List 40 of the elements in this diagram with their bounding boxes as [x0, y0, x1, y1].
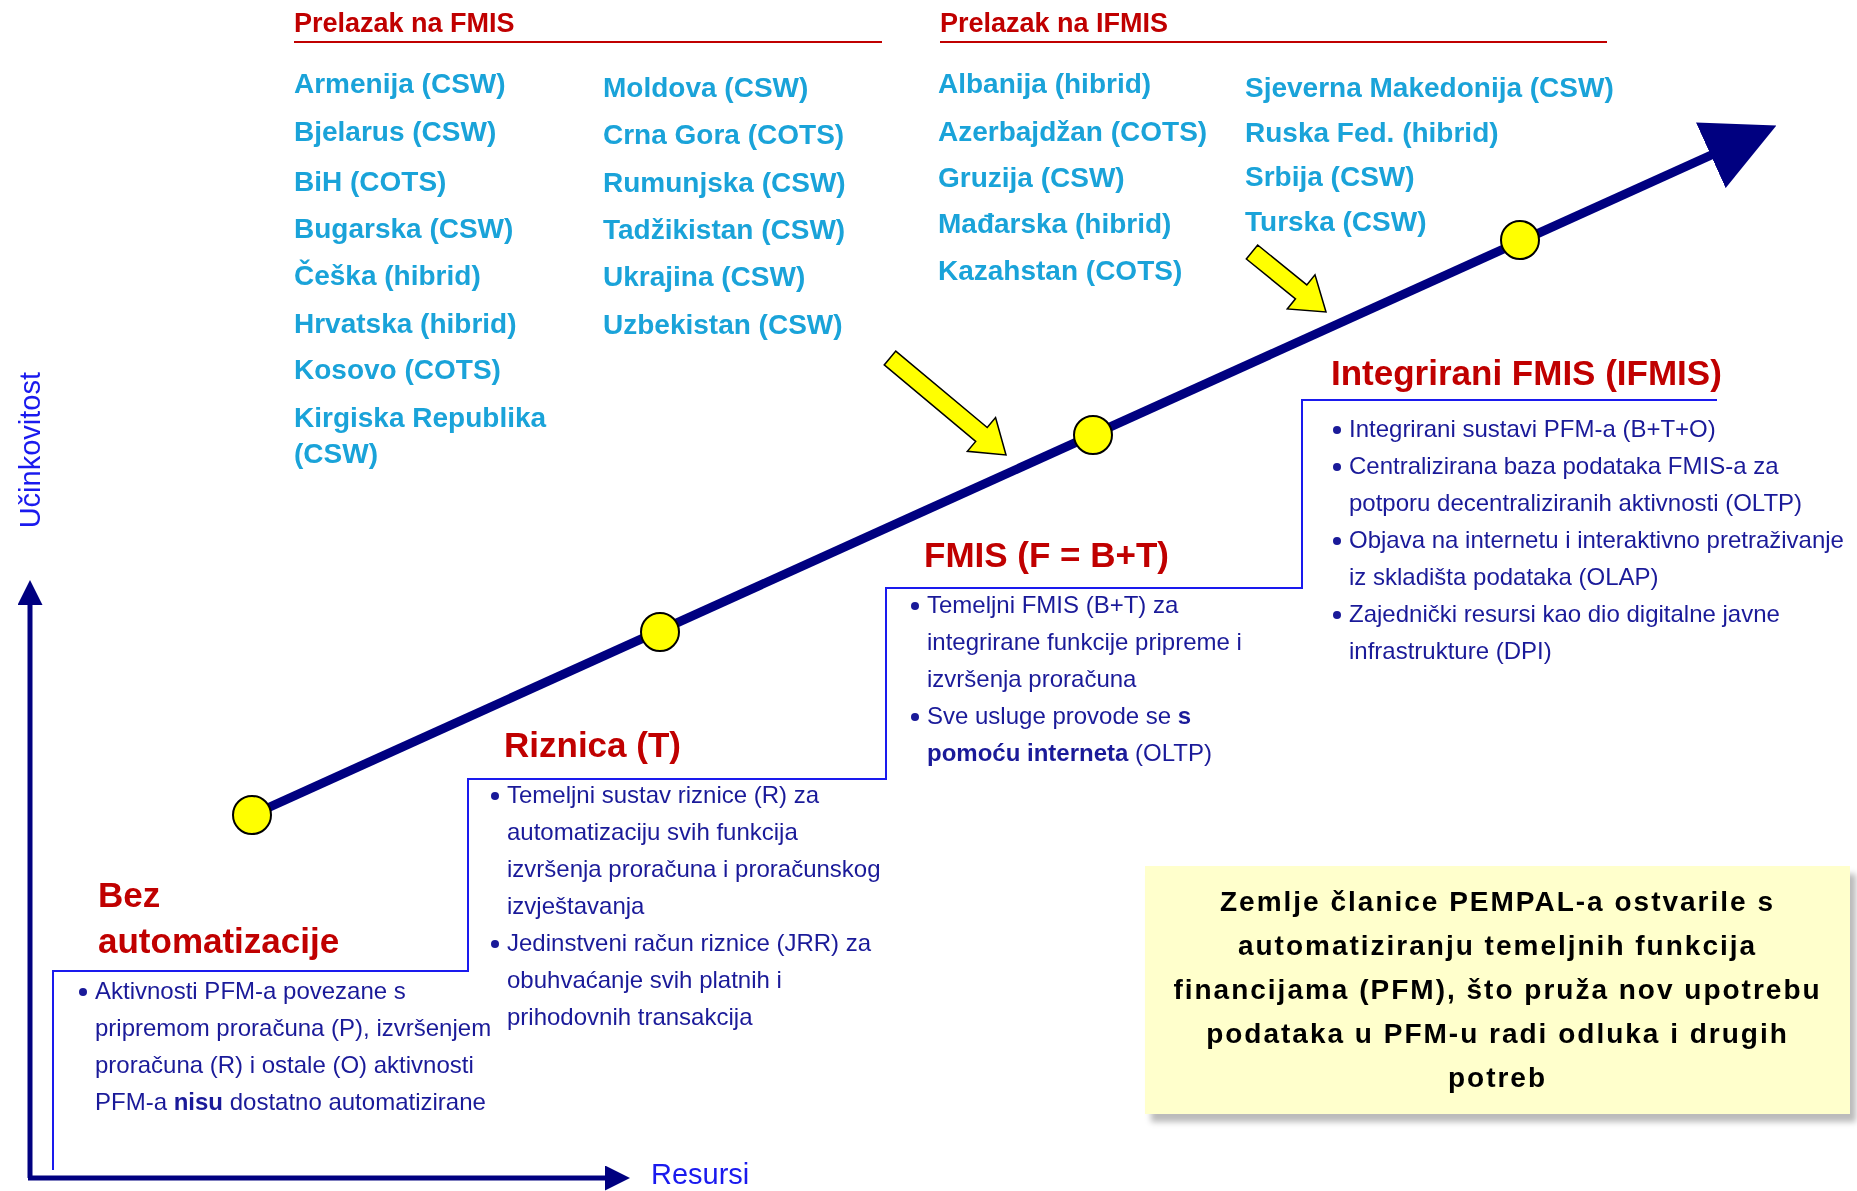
country-label: Tadžikistan (CSW)	[603, 213, 846, 247]
country-label: Azerbajdžan (COTS)	[938, 115, 1208, 149]
country-label: Albanija (hibrid)	[938, 67, 1152, 101]
section-heading: Prelazak na FMIS	[294, 8, 882, 43]
stage-title: FMIS (F = B+T)	[924, 534, 1170, 576]
bullet-text: Sve usluge provode se s pomoću interneta (OLTP)	[927, 701, 1213, 768]
country-label: Hrvatska (hibrid)	[294, 307, 517, 341]
axis-label: Resursi	[651, 1158, 750, 1191]
country-label: Češka (hibrid)	[294, 258, 481, 293]
country-label: Moldova (CSW)	[603, 71, 809, 105]
country-label: Kazahstan (COTS)	[938, 254, 1183, 288]
bullet-text: Temeljni sustav riznice (R) za automatizaciju svih funkcija izvršenja proračuna i proračunskog izvještavanja	[507, 780, 882, 921]
country-label: Rumunjska (CSW)	[603, 166, 846, 200]
country-label: Ukrajina (CSW)	[603, 260, 806, 294]
country-label: Kosovo (COTS)	[294, 353, 501, 387]
stage-title: Integrirani FMIS (IFMIS)	[1331, 352, 1723, 394]
country-label: Sjeverna Makedonija (CSW)	[1245, 71, 1614, 105]
country-label: Crna Gora (COTS)	[603, 118, 845, 152]
country-label: Bjelarus (CSW)	[294, 115, 497, 149]
bullet-text: Aktivnosti PFM-a povezane s pripremom proračuna (P), izvršenjem proračuna (R) i ostale (O) aktivnosti PFM-a nisu dostatno automatizirane	[95, 976, 493, 1117]
bullet-text: Jedinstveni račun riznice (JRR) za obuhvaćanje svih platnih i prihodovnih transakcija	[507, 928, 873, 1032]
country-label: Turska (CSW)	[1245, 205, 1427, 239]
country-label: Uzbekistan (CSW)	[603, 308, 843, 342]
country-label: Gruzija (CSW)	[938, 161, 1125, 195]
country-label: Mađarska (hibrid)	[938, 207, 1172, 241]
bullet-text: Objava na internetu i interaktivno pretraživanje iz skladišta podataka (OLAP)	[1349, 525, 1845, 592]
axis-label: Učinkovitost	[14, 372, 47, 529]
stage-title: Riznica (T)	[504, 724, 682, 766]
country-label: Kirgiska Republika (CSW)	[294, 401, 548, 471]
country-label: Srbija (CSW)	[1245, 160, 1415, 194]
note-text: Zemlje članice PEMPAL-a ostvarile s automatiziranju temeljnih funkcija financijama (PFM), što pruža nov upotrebu podataka u PFM-u radi odluka i drugih potreb	[1145, 866, 1850, 1114]
bullet-text: Integrirani sustavi PFM-a (B+T+O)	[1349, 414, 1716, 444]
country-label: Ruska Fed. (hibrid)	[1245, 116, 1499, 150]
country-label: BiH (COTS)	[294, 165, 447, 199]
country-label: Armenija (CSW)	[294, 67, 506, 101]
stage-title: Bez automatizacije	[98, 874, 341, 962]
section-heading: Prelazak na IFMIS	[940, 8, 1607, 43]
bullet-text: Centralizirana baza podataka FMIS-a za potporu decentraliziranih aktivnosti (OLTP)	[1349, 451, 1804, 518]
bullet-text: Zajednički resursi kao dio digitalne javne infrastrukture (DPI)	[1349, 599, 1781, 666]
country-label: Bugarska (CSW)	[294, 212, 514, 246]
